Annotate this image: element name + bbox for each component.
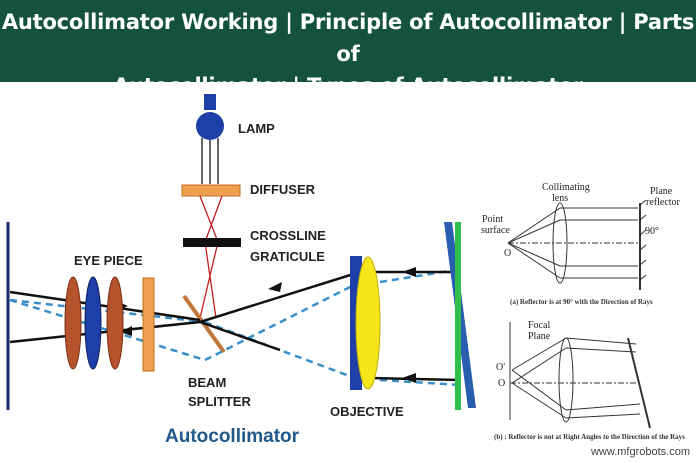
title-banner: Autocollimator Working | Principle of Au… — [0, 0, 696, 98]
diffuser-label: DIFFUSER — [250, 182, 315, 197]
diagram-title: Autocollimator — [165, 426, 300, 447]
crossline-graticule — [183, 238, 241, 247]
inset-angle-label: 90° — [645, 226, 659, 237]
inset-focal-label: Focal — [528, 320, 551, 331]
inset-surface-label: surface — [481, 225, 510, 236]
red-rays — [199, 195, 223, 319]
inset-reflector-label: reflector — [646, 197, 680, 208]
lamp — [196, 94, 224, 184]
title-line-2: Autocollimator | Types of Autocollimator — [113, 74, 583, 98]
inset-focal-plane-label: Plane — [528, 331, 551, 342]
inset-lens-label: lens — [552, 193, 569, 204]
splitter-label: SPLITTER — [188, 394, 251, 409]
inset-origin-label: O — [504, 248, 512, 259]
diffuser — [181, 184, 241, 197]
inset-point-label: Point — [482, 214, 504, 225]
watermark: www.mfgrobots.com — [590, 446, 690, 458]
eyepiece-label: EYE PIECE — [74, 253, 143, 268]
inset-top-caption: (a) Reflector is at 90° with the Directi… — [510, 298, 653, 306]
objective-lens — [350, 256, 381, 390]
objective-label: OBJECTIVE — [330, 404, 404, 419]
inset-origin-b-label: O — [498, 378, 506, 389]
lamp-label: LAMP — [238, 121, 275, 136]
inset-o-prime-label: O' — [496, 362, 506, 373]
title-line-1: Autocollimator Working | Principle of Au… — [1, 10, 695, 66]
tilted-reflector — [444, 222, 476, 410]
inset-collimation-90 — [507, 199, 647, 290]
beam-label: BEAM — [188, 375, 227, 390]
inset-plane-label: Plane — [650, 186, 673, 197]
eyepiece-lenses — [64, 276, 155, 372]
inset-collimating-label: Collimating — [542, 182, 590, 193]
crossline-label: CROSSLINE — [250, 228, 326, 243]
inset-bottom-caption: (b) : Reflector is not at Right Angles t… — [494, 433, 685, 441]
graticule-label: GRATICULE — [250, 249, 325, 264]
inset-collimation-tilted — [509, 322, 651, 429]
